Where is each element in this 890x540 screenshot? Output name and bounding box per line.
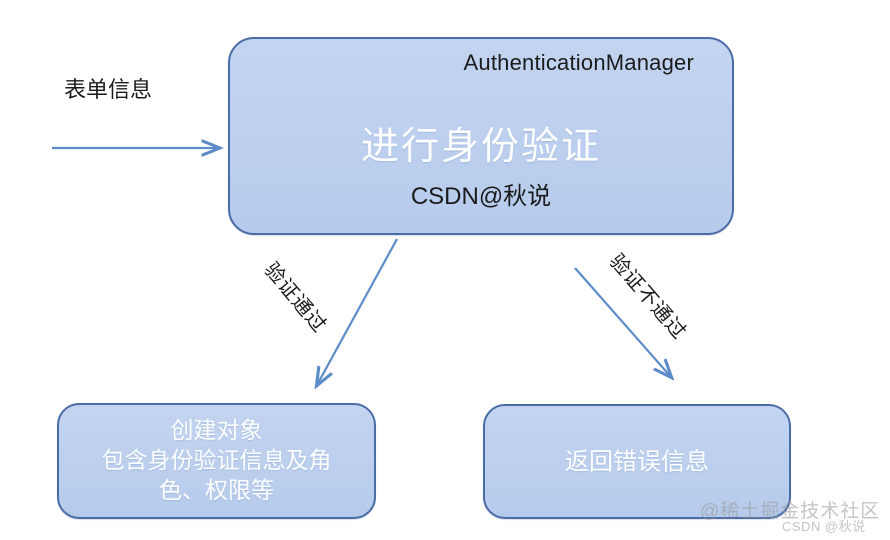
edge-label-form-input: 表单信息: [64, 77, 153, 102]
node-authentication-manager-main-text: 进行身份验证: [360, 126, 601, 168]
node-authentication-manager-title: AuthenticationManager: [463, 50, 694, 75]
node-create-object-text: 创建对象 包含身份验证信息及角 色、权限等: [101, 417, 332, 503]
edge-label-auth-fail: 验证不通过: [604, 250, 691, 344]
node-authentication-manager[interactable]: AuthenticationManager 进行身份验证 CSDN@秋说: [228, 37, 734, 235]
node-return-error-text: 返回错误信息: [565, 447, 709, 475]
watermark-csdn: CSDN @秋说: [782, 519, 866, 534]
node-authentication-manager-sub-text: CSDN@秋说: [410, 183, 552, 210]
node-create-object[interactable]: 创建对象 包含身份验证信息及角 色、权限等: [57, 403, 376, 519]
node-return-error[interactable]: 返回错误信息: [483, 404, 791, 519]
edge-label-auth-pass: 验证通过: [259, 258, 331, 338]
